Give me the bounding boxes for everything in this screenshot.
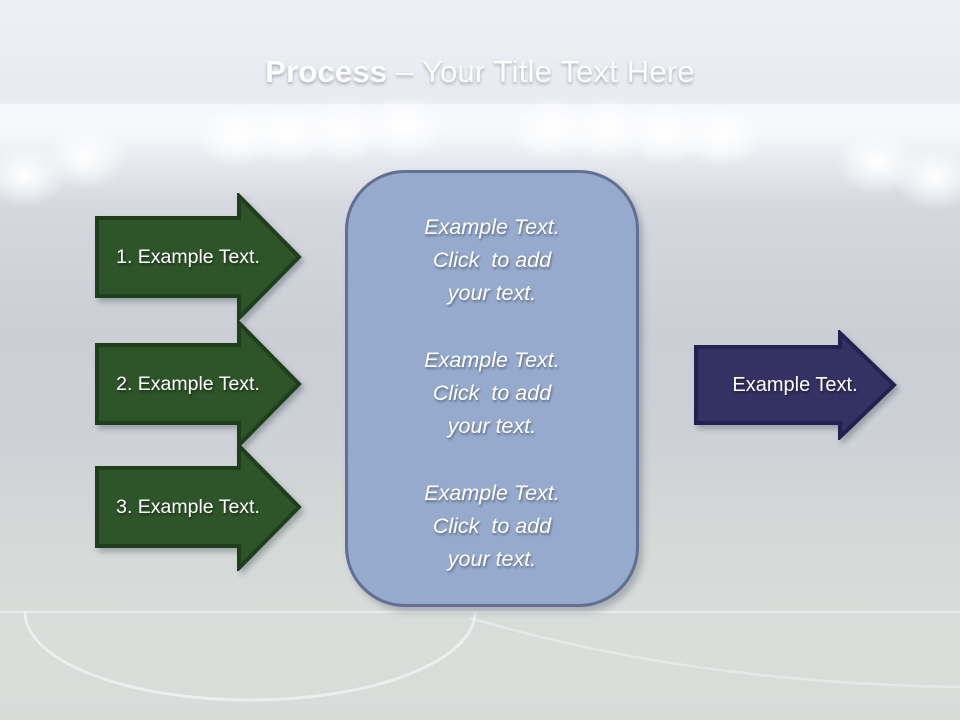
slide-title-text: – Your Title Text Here <box>396 54 695 89</box>
panel-text-block: Example Text. Click to add your text. <box>424 211 559 310</box>
panel-text-line: Click to add <box>432 514 552 538</box>
panel-text-line: Example Text. <box>424 481 560 505</box>
arrow-shape <box>95 193 302 321</box>
text-panel[interactable]: Example Text. Click to add your text. Ex… <box>345 170 639 607</box>
panel-text-line: your text. <box>447 547 537 571</box>
field-markings <box>0 611 960 702</box>
panel-text-line: Example Text. <box>424 215 560 239</box>
process-arrow-result[interactable]: Example Text. <box>693 330 897 440</box>
panel-text-line: Example Text. <box>424 348 560 372</box>
arrow-label: 3. Example Text. <box>116 495 260 518</box>
process-arrow-2[interactable]: 2. Example Text. <box>94 320 302 448</box>
arrow-label: 1. Example Text. <box>116 245 260 268</box>
slide-title[interactable]: Process– Your Title Text Here <box>0 54 960 90</box>
panel-text-block: Example Text. Click to add your text. <box>424 477 559 576</box>
arrow-label: Example Text. <box>732 373 858 396</box>
panel-text-line: Click to add <box>432 381 552 405</box>
arrow-shape <box>95 443 302 571</box>
process-arrow-3[interactable]: 3. Example Text. <box>94 443 302 571</box>
arrow-shape <box>694 330 897 440</box>
arrow-shape <box>95 320 302 448</box>
panel-text-block: Example Text. Click to add your text. <box>424 344 559 443</box>
process-arrow-1[interactable]: 1. Example Text. <box>94 193 302 321</box>
slide-title-emphasis: Process <box>265 54 388 89</box>
arrow-label: 2. Example Text. <box>116 372 260 395</box>
panel-text-line: your text. <box>447 414 537 438</box>
panel-text-line: your text. <box>447 281 537 305</box>
panel-text-line: Click to add <box>432 248 552 272</box>
